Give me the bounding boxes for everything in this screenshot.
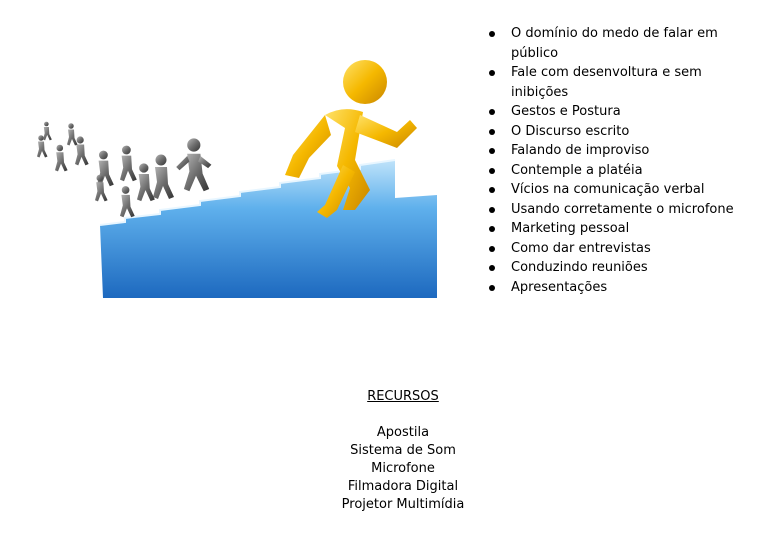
- list-item: Apresentações: [487, 278, 757, 298]
- bullet-icon: [489, 206, 495, 213]
- follower-figures: [37, 121, 212, 218]
- stairs-highlight: [99, 159, 396, 226]
- leader-figure: [285, 60, 417, 218]
- resource-item: Microfone: [371, 461, 435, 476]
- list-item: Contemple a platéia: [487, 161, 757, 181]
- resource-item: Filmadora Digital: [347, 479, 459, 494]
- list-item: Falando de improviso: [487, 141, 757, 161]
- list-item: O domínio do medo de falar em público: [487, 24, 757, 63]
- list-item: O Discurso escrito: [487, 122, 757, 142]
- list-item: Gestos e Postura: [487, 102, 757, 122]
- bullet-icon: [489, 70, 495, 76]
- list-item: Vícios na comunicação verbal: [487, 180, 757, 200]
- list-item: Usando corretamente o microfone: [487, 200, 757, 220]
- bullet-icon: [489, 128, 495, 135]
- bullet-icon: [489, 245, 495, 252]
- bullet-icon: [489, 109, 495, 115]
- resources-section: RECURSOS Apostila Sistema de Som Microfo…: [0, 388, 774, 514]
- bullet-icon: [489, 265, 495, 271]
- stairs-shape: [100, 160, 437, 298]
- resources-heading: RECURSOS: [367, 389, 439, 404]
- stairs-runners-illustration: [25, 60, 440, 298]
- bullet-icon: [489, 31, 495, 37]
- bullet-icon: [489, 187, 495, 193]
- bullet-icon: [489, 226, 495, 232]
- bullet-icon: [489, 167, 495, 174]
- list-item: Fale com desenvoltura e sem inibições: [487, 63, 757, 102]
- resource-item: Projetor Multimídia: [341, 497, 465, 512]
- list-item: Conduzindo reuniões: [487, 258, 757, 278]
- stairs-graphic: [37, 60, 437, 298]
- list-item: Marketing pessoal: [487, 219, 757, 239]
- list-item: Como dar entrevistas: [487, 239, 757, 259]
- resource-item: Apostila: [376, 425, 430, 440]
- resource-item: Sistema de Som: [350, 443, 456, 458]
- topics-list: O domínio do medo de falar em público Fa…: [487, 24, 757, 297]
- bullet-icon: [489, 148, 495, 154]
- bullet-icon: [489, 284, 495, 291]
